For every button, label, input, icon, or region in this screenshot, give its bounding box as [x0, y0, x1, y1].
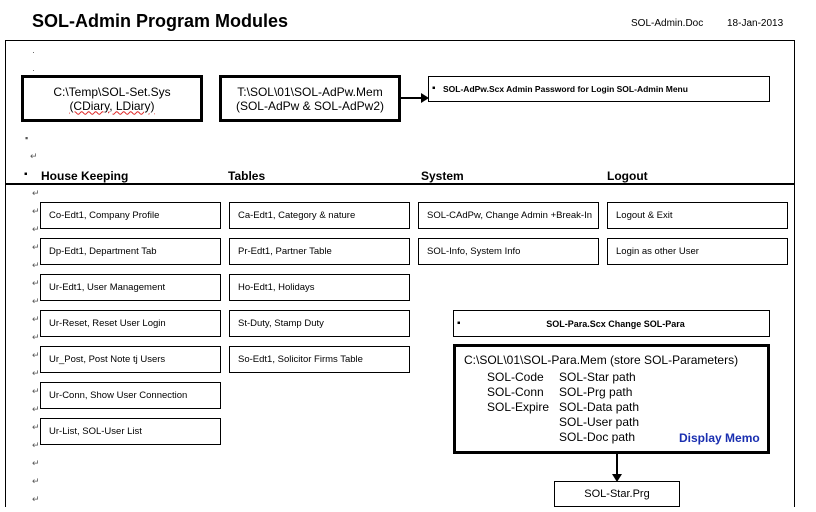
module-label: SOL-CAdPw, Change Admin +Break-In — [427, 210, 593, 221]
memo-left-item: SOL-Conn — [487, 385, 544, 399]
module-st-duty[interactable]: St-Duty, Stamp Duty — [229, 310, 410, 337]
module-label: Ur-Reset, Reset User Login — [49, 318, 166, 329]
bullet-icon: ▪ — [457, 318, 461, 329]
doc-date: 18-Jan-2013 — [727, 18, 784, 29]
module-dp-edt1[interactable]: Dp-Edt1, Department Tab — [40, 238, 221, 265]
module-label: Ur-Edt1, User Management — [49, 282, 166, 293]
module-ur-post[interactable]: Ur_Post, Post Note tj Users — [40, 346, 221, 373]
module-label: Ur_Post, Post Note tj Users — [49, 354, 166, 365]
para-mem-header: C:\SOL\01\SOL-Para.Mem (store SOL-Parame… — [464, 353, 739, 367]
module-label: St-Duty, Stamp Duty — [238, 318, 324, 329]
module-sol-cadpw[interactable]: SOL-CAdPw, Change Admin +Break-In — [418, 202, 599, 229]
para-scx-box[interactable]: ▪ SOL-Para.Scx Change SOL-Para — [453, 310, 770, 337]
module-label: Login as other User — [616, 246, 699, 257]
memo-right-item: SOL-Star path — [559, 370, 636, 384]
adpw-mem-path: T:\SOL\01\SOL-AdPw.Mem — [237, 84, 383, 99]
module-label: Ur-List, SOL-User List — [49, 426, 142, 437]
module-label: Ho-Edt1, Holidays — [238, 282, 315, 293]
module-label: Ca-Edt1, Category & nature — [238, 210, 356, 221]
module-ur-edt1[interactable]: Ur-Edt1, User Management — [40, 274, 221, 301]
adpw-mem-box: T:\SOL\01\SOL-AdPw.Mem (SOL-AdPw & SOL-A… — [219, 75, 401, 122]
bullet-icon: ▪ — [432, 83, 436, 94]
memo-right-item: SOL-Data path — [559, 400, 640, 414]
module-label: Ur-Conn, Show User Connection — [49, 390, 188, 401]
star-prg-label: SOL-Star.Prg — [584, 488, 650, 500]
bullet-icon: ▪ — [24, 169, 28, 180]
set-sys-box: C:\Temp\SOL-Set.Sys (CDiary, LDiary) — [21, 75, 203, 122]
module-co-edt1[interactable]: Co-Edt1, Company Profile — [40, 202, 221, 229]
page-title: SOL-Admin Program Modules — [32, 11, 289, 31]
adpw-mem-vars: (SOL-AdPw & SOL-AdPw2) — [235, 98, 385, 113]
module-so-edt1[interactable]: So-Edt1, Solicitor Firms Table — [229, 346, 410, 373]
display-memo-label: Display Memo — [679, 431, 760, 445]
memo-right-item: SOL-Doc path — [559, 430, 636, 444]
adpw-scx-label: SOL-AdPw.Scx Admin Password for Login SO… — [443, 84, 688, 94]
module-login-other-user[interactable]: Login as other User — [607, 238, 788, 265]
module-label: So-Edt1, Solicitor Firms Table — [238, 354, 363, 365]
arrow-right-icon — [401, 93, 429, 103]
memo-right-item: SOL-Prg path — [559, 385, 633, 399]
module-ho-edt1[interactable]: Ho-Edt1, Holidays — [229, 274, 410, 301]
para-mem-box: C:\SOL\01\SOL-Para.Mem (store SOL-Parame… — [453, 344, 770, 454]
header-logout: Logout — [607, 169, 648, 183]
set-sys-vars: (CDiary, LDiary) — [69, 98, 155, 113]
module-label: SOL-Info, System Info — [427, 246, 521, 257]
module-pr-edt1[interactable]: Pr-Edt1, Partner Table — [229, 238, 410, 265]
module-sol-info[interactable]: SOL-Info, System Info — [418, 238, 599, 265]
page-frame — [5, 40, 795, 507]
module-ca-edt1[interactable]: Ca-Edt1, Category & nature — [229, 202, 410, 229]
memo-left-item: SOL-Code — [487, 370, 544, 384]
module-ur-list[interactable]: Ur-List, SOL-User List — [40, 418, 221, 445]
star-prg-box[interactable]: SOL-Star.Prg — [554, 481, 680, 507]
set-sys-path: C:\Temp\SOL-Set.Sys — [53, 84, 171, 99]
module-label: Pr-Edt1, Partner Table — [238, 246, 332, 257]
memo-right-item: SOL-User path — [559, 415, 640, 429]
module-ur-reset[interactable]: Ur-Reset, Reset User Login — [40, 310, 221, 337]
para-scx-label: SOL-Para.Scx Change SOL-Para — [546, 318, 685, 329]
module-label: Logout & Exit — [616, 210, 673, 221]
module-label: Dp-Edt1, Department Tab — [49, 246, 157, 257]
module-label: Co-Edt1, Company Profile — [49, 210, 160, 221]
doc-name: SOL-Admin.Doc — [631, 18, 704, 29]
module-logout-exit[interactable]: Logout & Exit — [607, 202, 788, 229]
memo-left-item: SOL-Expire — [487, 400, 550, 414]
header-system: System — [421, 169, 464, 183]
module-ur-conn[interactable]: Ur-Conn, Show User Connection — [40, 382, 221, 409]
header-house-keeping: House Keeping — [41, 169, 129, 183]
adpw-scx-box: ▪ SOL-AdPw.Scx Admin Password for Login … — [428, 76, 770, 102]
arrow-down-icon — [612, 454, 622, 482]
header-tables: Tables — [228, 169, 266, 183]
section-separator — [5, 183, 795, 185]
